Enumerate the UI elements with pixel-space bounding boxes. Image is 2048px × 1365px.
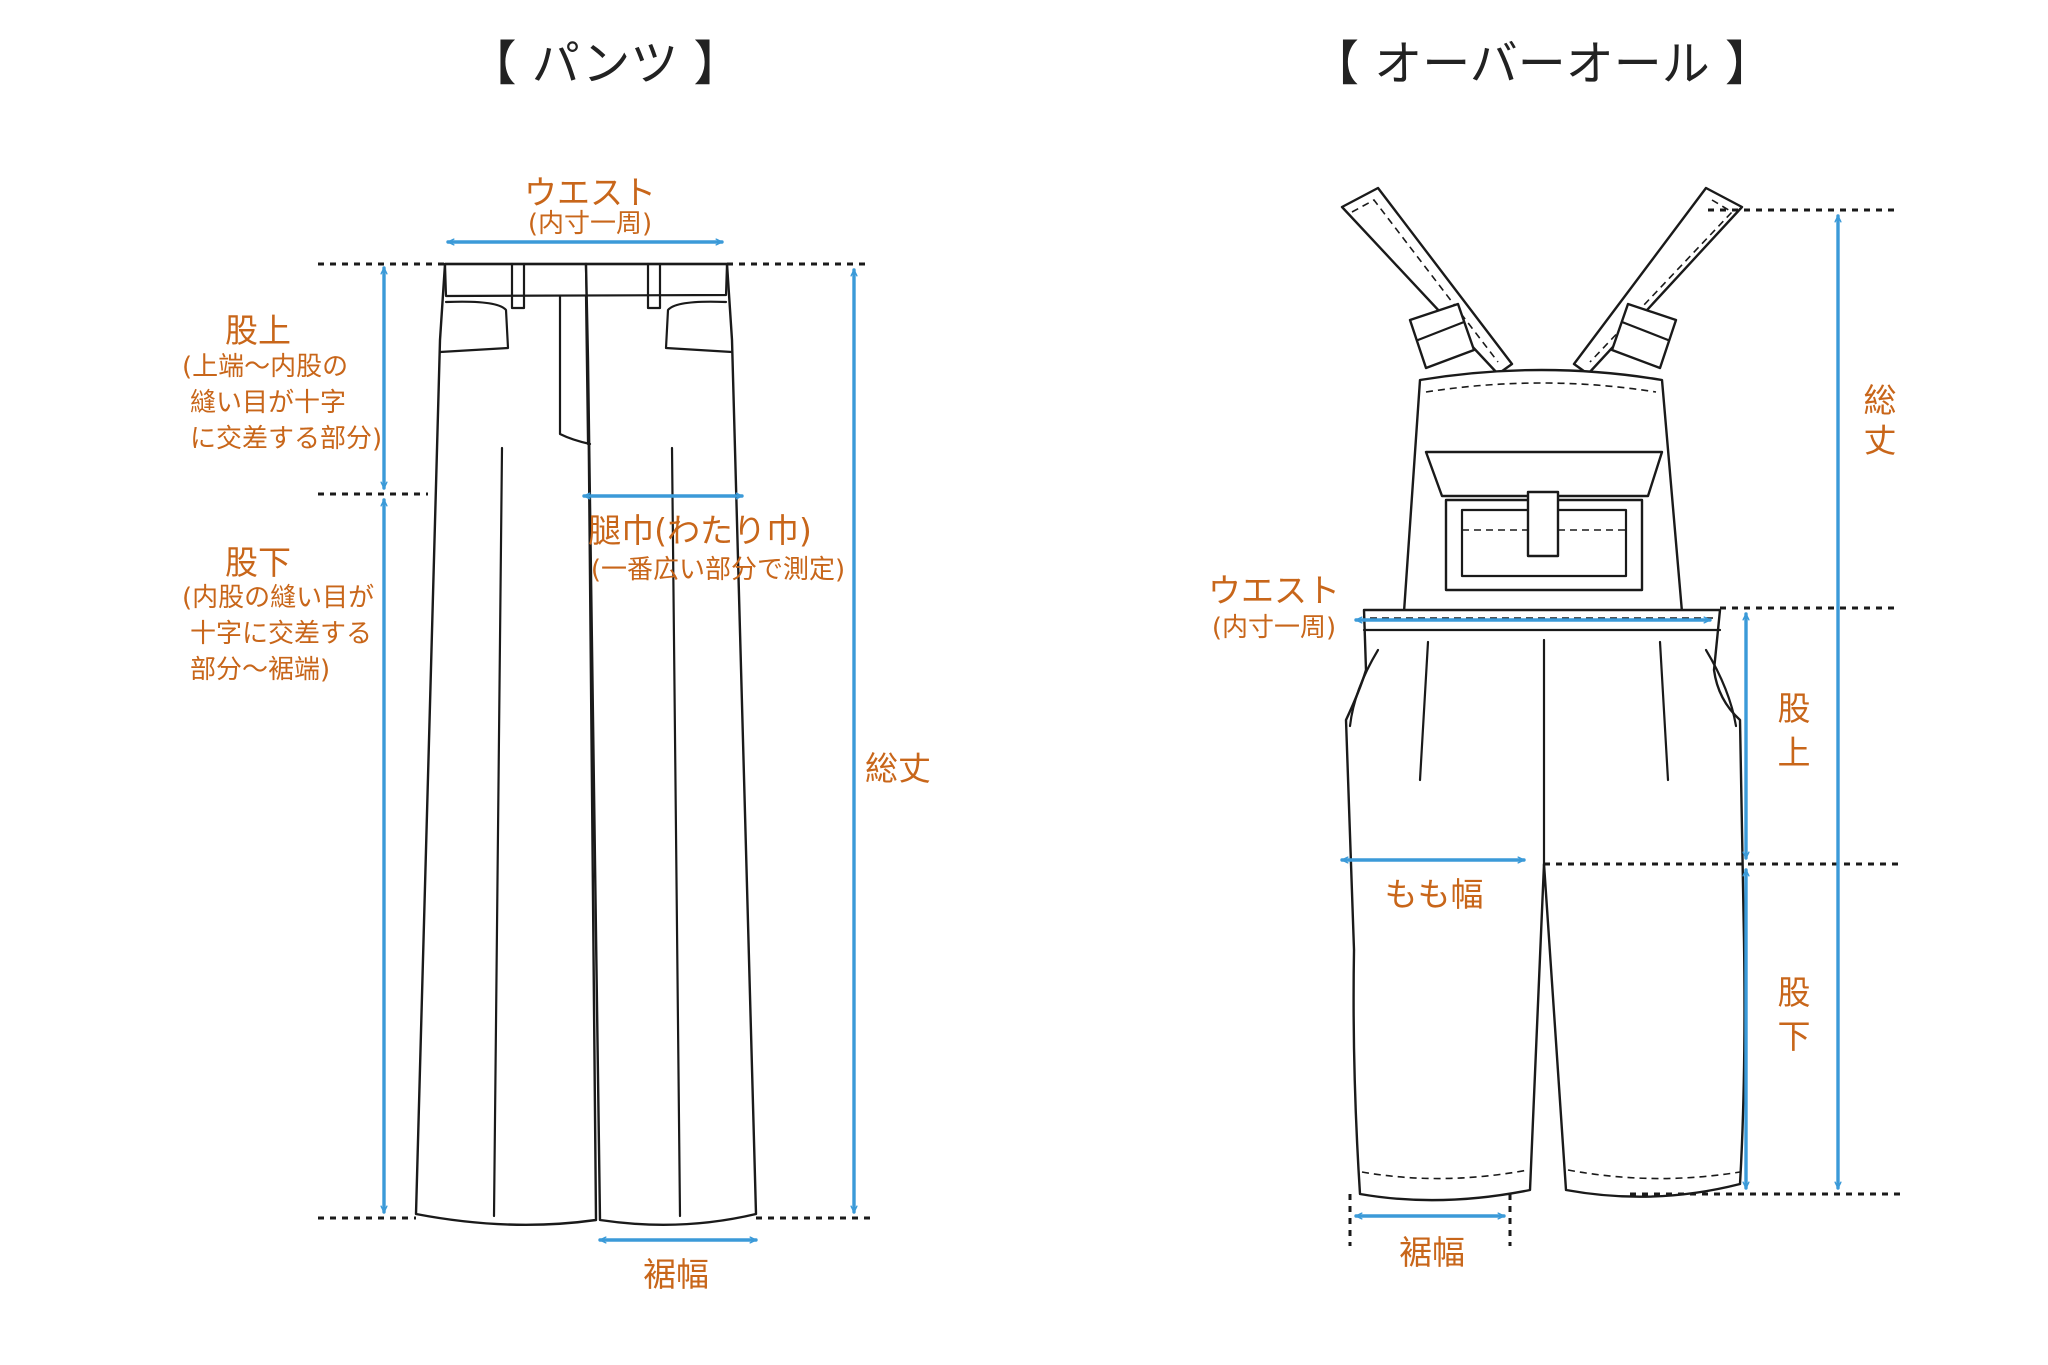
overall-pleat-left bbox=[1418, 640, 1430, 782]
bib-pocket-flap bbox=[1424, 450, 1664, 498]
strap-right-buckle-bar bbox=[1620, 320, 1670, 342]
crease-left bbox=[492, 446, 504, 1218]
pants-fly bbox=[558, 294, 592, 446]
strap-left-buckle-bar bbox=[1416, 320, 1466, 342]
belt-loop-left bbox=[510, 262, 526, 310]
pants-inseam-note-1: (内股の縫い目が bbox=[182, 583, 374, 613]
overall-hem-stitch-left bbox=[1361, 1169, 1529, 1180]
pants-inseam-note-2: 十字に交差する bbox=[190, 619, 372, 649]
crease-right bbox=[670, 446, 682, 1218]
pants-hem-label: 裾幅 bbox=[643, 1255, 709, 1294]
pocket-left bbox=[438, 300, 510, 354]
overall-inseam-label-2: 下 bbox=[1778, 1017, 1811, 1056]
overall-waist-note: (内寸一周) bbox=[1212, 613, 1336, 643]
pants-rise-note-3: に交差する部分) bbox=[190, 424, 382, 454]
pants-thigh-label: 腿巾(わたり巾) bbox=[588, 511, 812, 550]
pants-inseam-note-3: 部分〜裾端) bbox=[190, 655, 330, 685]
bib-pocket-tab bbox=[1526, 490, 1560, 558]
pants-right-leg bbox=[584, 262, 758, 1226]
pants-waistband bbox=[443, 262, 729, 298]
overall-title: 【 オーバーオール 】 bbox=[1311, 36, 1773, 92]
pants-left-leg bbox=[414, 262, 598, 1226]
overall-pocket-right bbox=[1704, 648, 1738, 728]
overall-length-label-1: 総 bbox=[1864, 381, 1897, 420]
pants-rise-note-2: 縫い目が十字 bbox=[190, 388, 346, 418]
overall-hem-label: 裾幅 bbox=[1399, 1233, 1465, 1272]
overall-pleat-right bbox=[1658, 640, 1670, 782]
overall-waist-label: ウエスト bbox=[1208, 571, 1340, 610]
strap-left-buckle bbox=[1408, 302, 1476, 370]
pocket-right bbox=[664, 300, 734, 354]
strap-right-buckle bbox=[1610, 302, 1678, 370]
pants-center-seam bbox=[584, 294, 590, 446]
overall-rise-label-1: 股 bbox=[1778, 689, 1811, 728]
bib-top-stitch bbox=[1425, 382, 1657, 393]
pants-title: 【 パンツ 】 bbox=[469, 36, 742, 92]
pants-inseam-label: 股下 bbox=[225, 543, 291, 582]
pants-rise-label: 股上 bbox=[225, 311, 291, 350]
pants-thigh-note: (一番広い部分で測定) bbox=[591, 555, 845, 585]
pants-drawing bbox=[414, 262, 758, 1226]
pants-waist-note: (内寸一周) bbox=[528, 209, 652, 239]
overall-thigh-label: もも幅 bbox=[1385, 875, 1484, 914]
overall-length-label-2: 丈 bbox=[1864, 421, 1897, 460]
overall-inseam-label-1: 股 bbox=[1778, 973, 1811, 1012]
pants-rise-note-1: (上端〜内股の bbox=[182, 352, 348, 382]
overall-rise-label-2: 上 bbox=[1778, 733, 1811, 772]
pants-waist-label: ウエスト bbox=[524, 173, 656, 212]
pants-length-label: 総丈 bbox=[865, 749, 931, 788]
belt-loop-right bbox=[646, 262, 662, 310]
overall-pocket-left bbox=[1348, 648, 1380, 728]
overall-drawing bbox=[1340, 186, 1746, 1202]
overall-hem-stitch-right bbox=[1567, 1169, 1741, 1180]
